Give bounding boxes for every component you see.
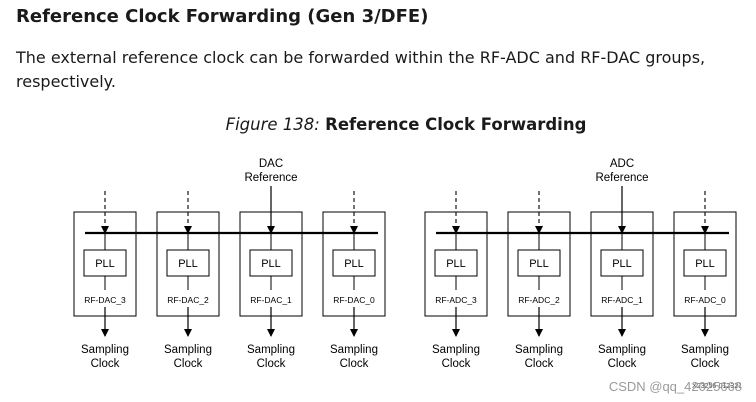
figure-caption: Figure 138: Reference Clock Forwarding <box>0 115 756 134</box>
sampling-clock-label: Clock <box>691 358 720 370</box>
tile-name: RF-DAC_2 <box>167 295 209 305</box>
tile-name: RF-ADC_0 <box>684 295 726 305</box>
sampling-clock-label: Clock <box>257 358 286 370</box>
figure-number: Figure 138: <box>225 115 320 134</box>
tile-name: RF-ADC_1 <box>601 295 643 305</box>
sampling-clock-label: Clock <box>340 358 369 370</box>
pll-box <box>166 249 210 277</box>
figure-id: X23256-012321 <box>692 383 742 390</box>
sampling-clock-label: Sampling <box>515 344 563 356</box>
pll-box <box>683 249 727 277</box>
reference-label: ADC <box>610 158 634 170</box>
tile-name: RF-DAC_3 <box>84 295 126 305</box>
pll-label: PLL <box>344 258 364 270</box>
pll-label: PLL <box>529 258 549 270</box>
pll-label: PLL <box>612 258 632 270</box>
tile-name: RF-DAC_1 <box>250 295 292 305</box>
watermark: CSDN @qq_42025668 <box>608 379 742 394</box>
sampling-clock-label: Clock <box>174 358 203 370</box>
pll-box <box>249 249 293 277</box>
tile-name: RF-ADC_2 <box>518 295 560 305</box>
reference-label: Reference <box>244 172 297 184</box>
pll-label: PLL <box>695 258 715 270</box>
section-paragraph: The external reference clock can be forw… <box>16 48 706 91</box>
pll-label: PLL <box>261 258 281 270</box>
pll-box <box>83 249 127 277</box>
sampling-clock-label: Sampling <box>432 344 480 356</box>
sampling-clock-label: Clock <box>525 358 554 370</box>
pll-box <box>600 249 644 277</box>
reference-label: DAC <box>259 158 283 170</box>
sampling-clock-label: Clock <box>608 358 637 370</box>
sampling-clock-label: Sampling <box>164 344 212 356</box>
sampling-clock-label: Sampling <box>330 344 378 356</box>
pll-label: PLL <box>178 258 198 270</box>
sampling-clock-label: Sampling <box>598 344 646 356</box>
figure-title: Reference Clock Forwarding <box>325 115 587 134</box>
pll-box <box>434 249 478 277</box>
sampling-clock-label: Sampling <box>81 344 129 356</box>
sampling-clock-label: Sampling <box>247 344 295 356</box>
pll-label: PLL <box>446 258 466 270</box>
reference-label: Reference <box>595 172 648 184</box>
sampling-clock-label: Sampling <box>681 344 729 356</box>
tile-name: RF-DAC_0 <box>333 295 375 305</box>
pll-box <box>517 249 561 277</box>
sampling-clock-label: Clock <box>91 358 120 370</box>
sampling-clock-label: Clock <box>442 358 471 370</box>
pll-label: PLL <box>95 258 115 270</box>
section-heading: Reference Clock Forwarding (Gen 3/DFE) <box>16 6 429 27</box>
tile-name: RF-ADC_3 <box>435 295 477 305</box>
